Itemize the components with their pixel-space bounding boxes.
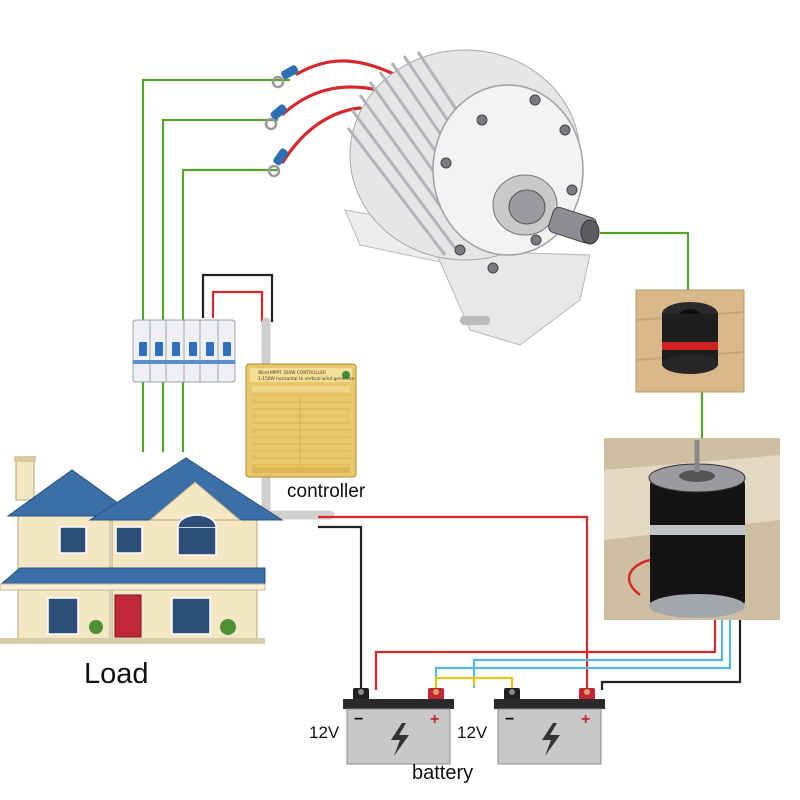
generator-hub-inner: [508, 189, 546, 225]
porch-plants: [89, 619, 236, 635]
ring-terminal-1: [271, 75, 285, 89]
motor-red-wire: [374, 620, 717, 690]
battery-right-minus: −: [505, 711, 514, 728]
battery-right-lid: [494, 699, 605, 709]
battery-right-voltage: 12V: [457, 723, 488, 742]
breaker-toggles: [139, 342, 231, 356]
controller-panel: [245, 363, 357, 478]
porch-roof: [0, 567, 266, 586]
generator-lead-1: [295, 59, 398, 77]
battery-left-minus: −: [354, 711, 363, 728]
ring-terminals: [264, 65, 299, 178]
generator-lead-3: [281, 106, 362, 164]
battery-left-plus: +: [430, 711, 439, 728]
terminal-sleeve-2: [270, 104, 287, 120]
generator-bolts: [440, 94, 578, 274]
motor-bottom-cap: [649, 594, 745, 618]
front-door: [114, 594, 142, 638]
house-icon: [0, 456, 284, 644]
charge-controller-icon: Wind MPPT 300W CONTROLLER 1-150W horizon…: [245, 363, 357, 478]
breaker-controller-wires: [201, 273, 274, 322]
generator-leads: [281, 59, 398, 164]
generator-shaft-end: [580, 219, 600, 245]
svg-text:1-150W horizontal to vertical: 1-150W horizontal to vertical wind gener…: [258, 376, 355, 382]
motor-leads: [627, 558, 651, 596]
svg-text:Wind MPPT 300W CONTROLLER: Wind MPPT 300W CONTROLLER: [258, 370, 326, 376]
battery-label: battery: [412, 762, 474, 784]
lightning-bolt-icon: [391, 723, 409, 756]
generator-lead-2: [281, 85, 380, 116]
negative-wire-breaker: [201, 273, 274, 322]
controller-negative-wire: [318, 525, 363, 690]
motor-band: [650, 525, 745, 535]
coupling-spider: [662, 342, 718, 350]
battery-left: [343, 688, 454, 765]
generator-base: [434, 249, 591, 346]
house-left-roof: [6, 469, 138, 517]
battery-right-plus: +: [581, 711, 590, 728]
terminal-sleeve-1: [281, 65, 299, 80]
battery-right: [494, 688, 605, 765]
motor-body: [650, 475, 745, 610]
controller-spec-table: [252, 394, 350, 466]
coupling-wire-top: [600, 231, 690, 290]
battery-left-lid: [343, 699, 454, 709]
battery-left-voltage: 12V: [309, 723, 340, 742]
ring-terminal-3: [267, 164, 281, 178]
shaft-coupling-icon: [635, 289, 745, 393]
breaker-modules: [149, 320, 219, 382]
wind-generator-icon: [344, 49, 600, 346]
controller-positive-wire: [318, 515, 589, 690]
chimney: [15, 457, 35, 501]
controller-label: controller: [287, 481, 366, 502]
load-label: Load: [84, 658, 149, 690]
circuit-breaker-icon: [132, 319, 236, 383]
battery-polarity-marks: − + − +: [354, 711, 590, 728]
generator-base-slot: [460, 316, 490, 325]
positive-wire-breaker: [211, 290, 264, 322]
battery-wires: [318, 515, 742, 690]
ring-terminal-2: [264, 117, 278, 131]
motor-blue-wire-1: [472, 620, 724, 688]
lightning-bolt-icon: [542, 723, 560, 756]
dc-motor-icon: [604, 438, 780, 620]
terminal-sleeve-3: [273, 148, 289, 166]
house-windows: [47, 526, 217, 635]
motor-black-wire: [600, 620, 742, 690]
